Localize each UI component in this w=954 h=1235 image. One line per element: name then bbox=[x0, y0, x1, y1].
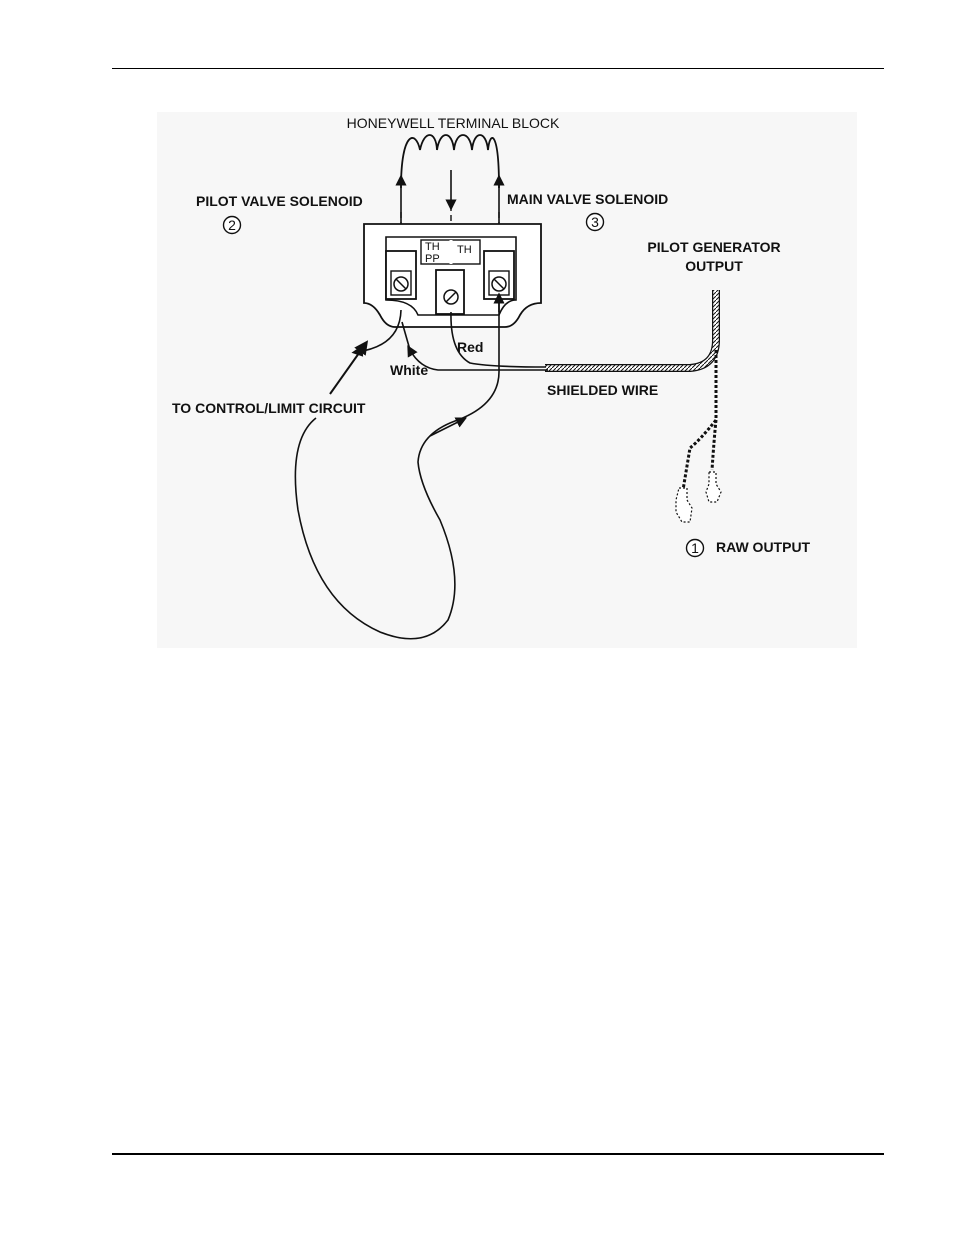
pilot-valve-label: PILOT VALVE SOLENOID bbox=[196, 193, 363, 209]
pilot-generator-label-line1: PILOT GENERATOR bbox=[647, 239, 780, 255]
terminal-label-th-right: TH bbox=[457, 244, 472, 256]
raw-output-lead-right bbox=[712, 360, 716, 470]
control-loop-arrow bbox=[430, 420, 462, 436]
terminal-label-pp: PP bbox=[425, 253, 440, 265]
terminal-label-th-left: TH bbox=[425, 241, 440, 253]
raw-output-label: RAW OUTPUT bbox=[716, 539, 811, 555]
red-wire-label: Red bbox=[457, 339, 483, 355]
terminal-coil bbox=[401, 135, 499, 188]
footer-rule bbox=[112, 1153, 884, 1155]
control-arrow bbox=[330, 346, 364, 394]
main-valve-label: MAIN VALVE SOLENOID bbox=[507, 191, 668, 207]
main-valve-number: 3 bbox=[591, 214, 599, 230]
raw-output-number: 1 bbox=[691, 540, 699, 556]
diagram-title: HONEYWELL TERMINAL BLOCK bbox=[347, 115, 560, 131]
raw-output-terminal-left bbox=[676, 488, 692, 522]
shielded-wire bbox=[545, 290, 716, 368]
white-wire-label: White bbox=[390, 362, 428, 378]
control-circuit-label: TO CONTROL/LIMIT CIRCUIT bbox=[172, 400, 366, 416]
pilot-valve-number: 2 bbox=[228, 217, 236, 233]
shielded-wire-label: SHIELDED WIRE bbox=[547, 382, 658, 398]
raw-output-terminal-right bbox=[706, 472, 721, 502]
pilot-generator-label-line2: OUTPUT bbox=[685, 258, 743, 274]
